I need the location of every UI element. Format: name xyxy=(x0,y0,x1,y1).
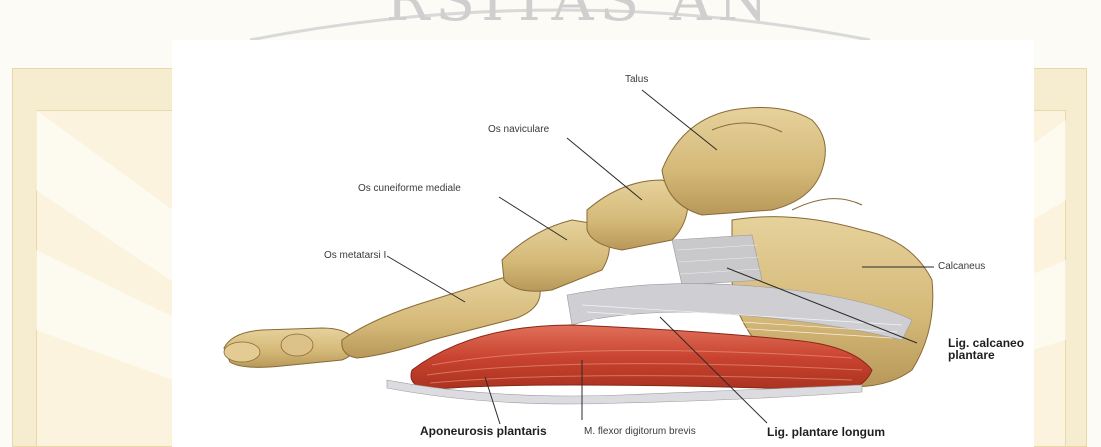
lig-calcaneo-plantare xyxy=(672,235,762,285)
watermark-text: RSITAS AN xyxy=(330,0,830,34)
foot-illustration xyxy=(172,40,1034,447)
label-lig-plantare-longum: Lig. plantare longum xyxy=(767,425,885,439)
label-talus: Talus xyxy=(625,74,648,85)
talus xyxy=(662,108,825,215)
label-m-flexor-digitorum-brevis: M. flexor digitorum brevis xyxy=(584,426,696,437)
label-lig-calcaneo-plantare-line2: plantare xyxy=(948,349,1024,361)
foot-anatomy-figure: Talus Os naviculare Os cuneiforme medial… xyxy=(172,40,1034,447)
label-calcaneus: Calcaneus xyxy=(938,261,985,272)
label-aponeurosis-plantaris: Aponeurosis plantaris xyxy=(420,424,547,438)
label-os-cuneiforme-mediale: Os cuneiforme mediale xyxy=(358,183,461,194)
label-os-metatarsi-i: Os metatarsi I xyxy=(324,250,386,261)
label-lig-calcaneo-plantare: Lig. calcaneo plantare xyxy=(948,337,1024,361)
label-os-naviculare: Os naviculare xyxy=(488,124,549,135)
